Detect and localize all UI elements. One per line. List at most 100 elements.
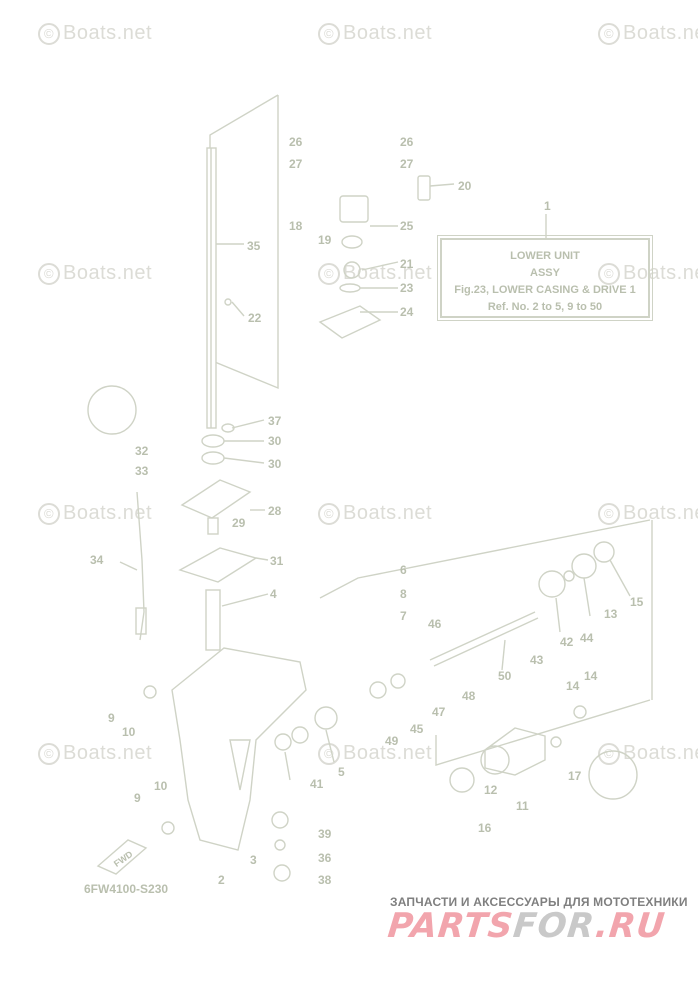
pump-cup (341, 235, 363, 249)
watermark: ©Boats.net (38, 262, 152, 285)
lower-casing (171, 647, 307, 851)
part-label: 32 (135, 444, 149, 458)
part-label: 26 (400, 135, 414, 149)
bearing-12 (480, 745, 510, 775)
bolt-17 (550, 736, 562, 748)
watermark: ©Boats.net (318, 502, 432, 525)
part-label: 16 (478, 821, 492, 835)
part-label: 2 (218, 873, 225, 887)
fwd-arrow (96, 839, 148, 875)
part-label: 49 (385, 734, 399, 748)
grommet-20 (417, 175, 431, 201)
watermark: ©Boats.net (318, 262, 432, 285)
outer-plate (318, 305, 382, 339)
washer-41 (274, 733, 292, 751)
part-label: 25 (400, 219, 414, 233)
part-label: 47 (432, 705, 446, 719)
part-label: 27 (289, 157, 303, 171)
part-label: 4 (270, 587, 277, 601)
propeller-shaft-50 (429, 611, 536, 661)
gear-45 (369, 681, 387, 699)
part-label: 34 (90, 553, 104, 567)
part-label: 29 (232, 516, 246, 530)
part-label: 48 (462, 689, 476, 703)
gear-42 (538, 570, 566, 598)
part-label: 41 (310, 777, 324, 791)
bolt-9a (143, 685, 157, 699)
oil-seal-housing-28 (180, 479, 252, 519)
seal-30b (201, 451, 225, 465)
part-label: 33 (135, 464, 149, 478)
nut-38 (273, 864, 291, 882)
bearing-47 (390, 673, 406, 689)
watermark: ©Boats.net (38, 22, 152, 45)
shift-rod-34 (136, 491, 145, 641)
part-label: 45 (410, 722, 424, 736)
water-inlet-39 (271, 811, 289, 829)
part-label: 30 (268, 434, 282, 448)
watermark: ©Boats.net (38, 502, 152, 525)
part-label: 43 (530, 653, 544, 667)
watermark: ©Boats.net (598, 742, 698, 765)
part-label: 26 (289, 135, 303, 149)
part-label: 38 (318, 873, 332, 887)
propeller-shaft-housing (484, 727, 546, 776)
watermark: ©Boats.net (598, 262, 698, 285)
part-label: 21 (400, 257, 414, 271)
water-tube-4 (205, 589, 221, 651)
caption-box: LOWER UNIT ASSY Fig.23, LOWER CASING & D… (437, 235, 653, 321)
part-label: 36 (318, 851, 332, 865)
water-pump-housing (339, 195, 369, 223)
part-label: 42 (560, 635, 574, 649)
watermark: ©Boats.net (38, 742, 152, 765)
brand-logo-part: FOR (511, 906, 598, 946)
gasket-31 (178, 547, 258, 583)
part-label: 8 (400, 587, 407, 601)
part-label: 23 (400, 281, 414, 295)
brand-logo-part: .RU (593, 906, 668, 946)
bearing-13 (571, 553, 597, 579)
caption-line: Fig.23, LOWER CASING & DRIVE 1 (454, 284, 636, 296)
part-label: 15 (630, 595, 644, 609)
part-label: 27 (400, 157, 414, 171)
caption-line: ASSY (530, 267, 560, 279)
watermark: ©Boats.net (598, 502, 698, 525)
o-ring-15 (593, 541, 615, 563)
pin-22 (224, 298, 232, 306)
part-label: 50 (498, 669, 512, 683)
part-label: 46 (428, 617, 442, 631)
detail-callout-bottom (588, 750, 638, 800)
part-label: 20 (458, 179, 472, 193)
part-label: 7 (400, 609, 407, 623)
part-label: 19 (318, 233, 332, 247)
diagram-code: 6FW4100-S230 (84, 882, 169, 896)
part-label: 35 (247, 239, 261, 253)
caption-ref-number: 1 (544, 199, 551, 213)
seal-30a (201, 434, 225, 448)
part-label: 30 (268, 457, 282, 471)
caption-line: LOWER UNIT (510, 250, 580, 262)
part-label: 17 (568, 769, 582, 783)
bolt-14 (573, 705, 587, 719)
part-label: 5 (338, 765, 345, 779)
detail-callout-top (87, 385, 137, 435)
part-label: 37 (268, 414, 282, 428)
part-label: 10 (122, 725, 136, 739)
part-label: 18 (289, 219, 303, 233)
o-ring-16 (449, 767, 475, 793)
part-label: 22 (248, 311, 262, 325)
brand-logo-part: PARTS (385, 906, 516, 946)
part-label: 14 (584, 669, 598, 683)
part-label: 3 (250, 853, 257, 867)
part-label: 9 (134, 791, 141, 805)
part-label: 44 (580, 631, 594, 645)
brand-logo: PARTSFOR.RU (386, 906, 667, 946)
part-label: 12 (484, 783, 498, 797)
part-label: 39 (318, 827, 332, 841)
watermark: ©Boats.net (318, 22, 432, 45)
bearing-5 (314, 706, 338, 730)
bushing-29 (207, 517, 219, 535)
part-label: 11 (516, 799, 529, 813)
part-label: 10 (154, 779, 168, 793)
